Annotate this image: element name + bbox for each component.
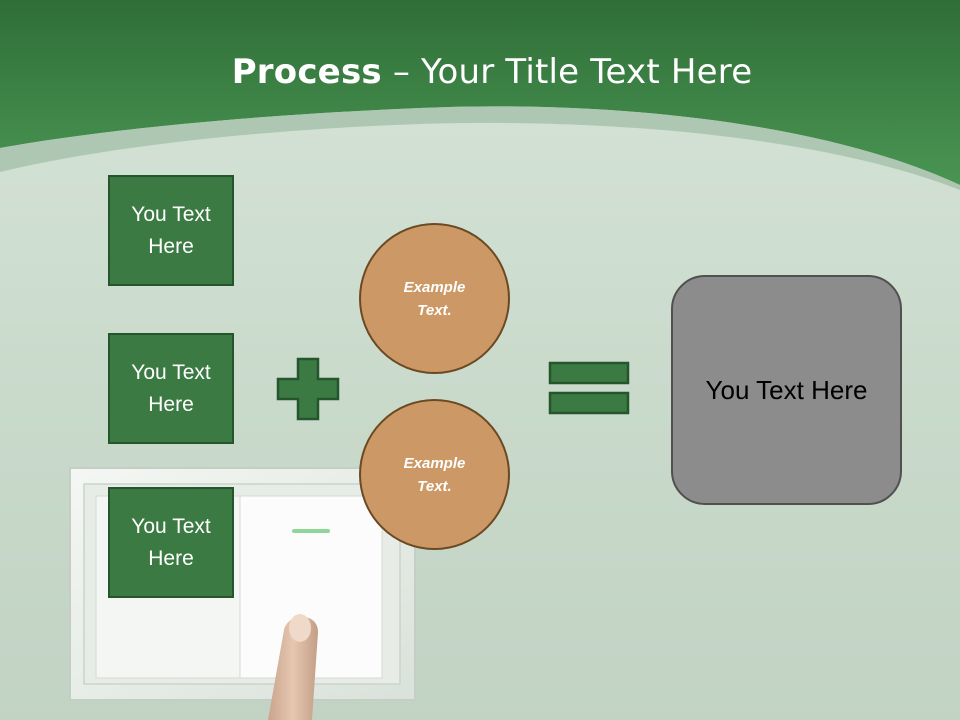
circle-label: Example Text. xyxy=(403,454,466,495)
title-bold: Process xyxy=(231,52,382,92)
equals-icon xyxy=(548,361,630,415)
input-box-label: You Text Here xyxy=(131,514,211,570)
result-label: You Text Here xyxy=(705,374,868,405)
input-box-label: You Text Here xyxy=(131,360,211,416)
input-box-3: You Text Here xyxy=(108,487,234,598)
title-rest: – Your Title Text Here xyxy=(381,52,753,92)
input-box-label: You Text Here xyxy=(131,202,211,258)
input-box-1: You Text Here xyxy=(108,175,234,286)
result-box: You Text Here xyxy=(671,275,902,505)
slide-title: Process – Your Title Text Here xyxy=(0,52,960,92)
plus-icon xyxy=(276,357,340,421)
example-circle-1: Example Text. xyxy=(359,223,510,374)
example-circle-2: Example Text. xyxy=(359,399,510,550)
circle-label: Example Text. xyxy=(403,278,466,319)
input-box-2: You Text Here xyxy=(108,333,234,444)
